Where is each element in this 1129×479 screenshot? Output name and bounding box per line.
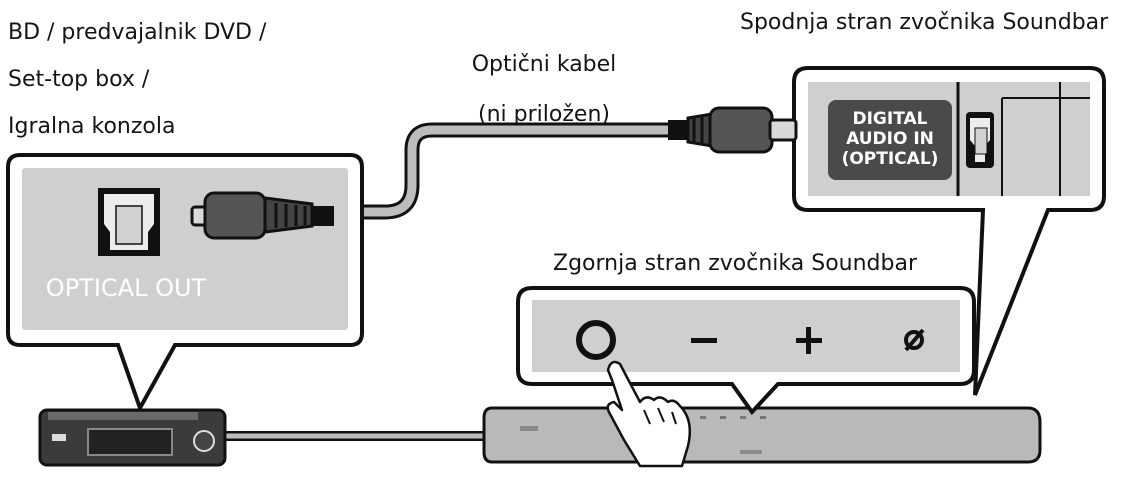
plus-icon bbox=[796, 327, 822, 354]
digital-audio-in-callout: DIGITAL AUDIO IN (OPTICAL) bbox=[668, 66, 1106, 396]
minus-icon bbox=[691, 338, 717, 343]
source-device-label-line2: Set-top box / bbox=[8, 67, 150, 92]
soundbar-top-callout bbox=[516, 286, 976, 416]
soundbar-icon bbox=[482, 406, 1042, 464]
hand-pointer-icon bbox=[606, 360, 691, 468]
digital-in-label-line2: AUDIO IN bbox=[846, 129, 934, 149]
source-device-label-line1: BD / predvajalnik DVD / bbox=[8, 20, 267, 45]
mute-icon bbox=[904, 328, 925, 352]
digital-in-label-line1: DIGITAL bbox=[853, 109, 928, 129]
optical-in-port-icon bbox=[966, 112, 994, 168]
optical-out-label: OPTICAL OUT bbox=[46, 274, 207, 302]
source-device-label-line3: Igralna konzola bbox=[8, 114, 176, 139]
soundbar-top-label: Zgornja stran zvočnika Soundbar bbox=[553, 251, 918, 276]
source-device-icon bbox=[38, 408, 227, 467]
optical-out-callout: OPTICAL OUT bbox=[6, 153, 364, 413]
optical-out-port-icon bbox=[98, 188, 160, 256]
cable-label-line1: Optični kabel bbox=[471, 52, 617, 77]
optical-plug-right-icon bbox=[668, 106, 798, 154]
power-icon bbox=[576, 320, 616, 360]
soundbar-bottom-label: Spodnja stran zvočnika Soundbar bbox=[740, 10, 1109, 35]
digital-in-label-line3: (OPTICAL) bbox=[842, 149, 939, 169]
optical-cable bbox=[322, 122, 676, 220]
optical-plug-left-icon bbox=[190, 191, 334, 240]
